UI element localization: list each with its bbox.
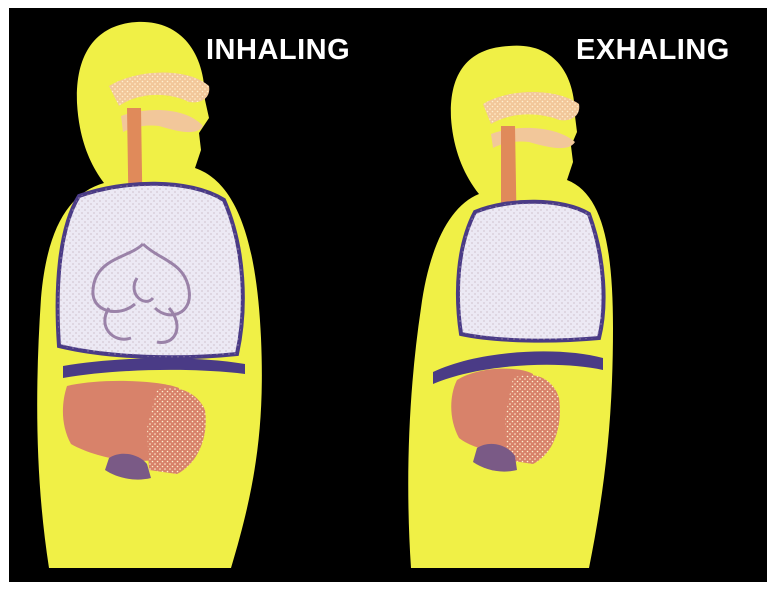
inhaling-lungs-texture <box>58 184 243 358</box>
breathing-diagram <box>9 8 767 582</box>
exhaling-label: EXHALING <box>576 36 730 65</box>
diagram-canvas: INHALING EXHALING <box>9 8 767 582</box>
exhaling-lungs-texture <box>458 202 604 341</box>
inhaling-label: INHALING <box>206 36 350 65</box>
exhaling-figure <box>408 46 613 568</box>
inhaling-figure <box>37 22 262 568</box>
